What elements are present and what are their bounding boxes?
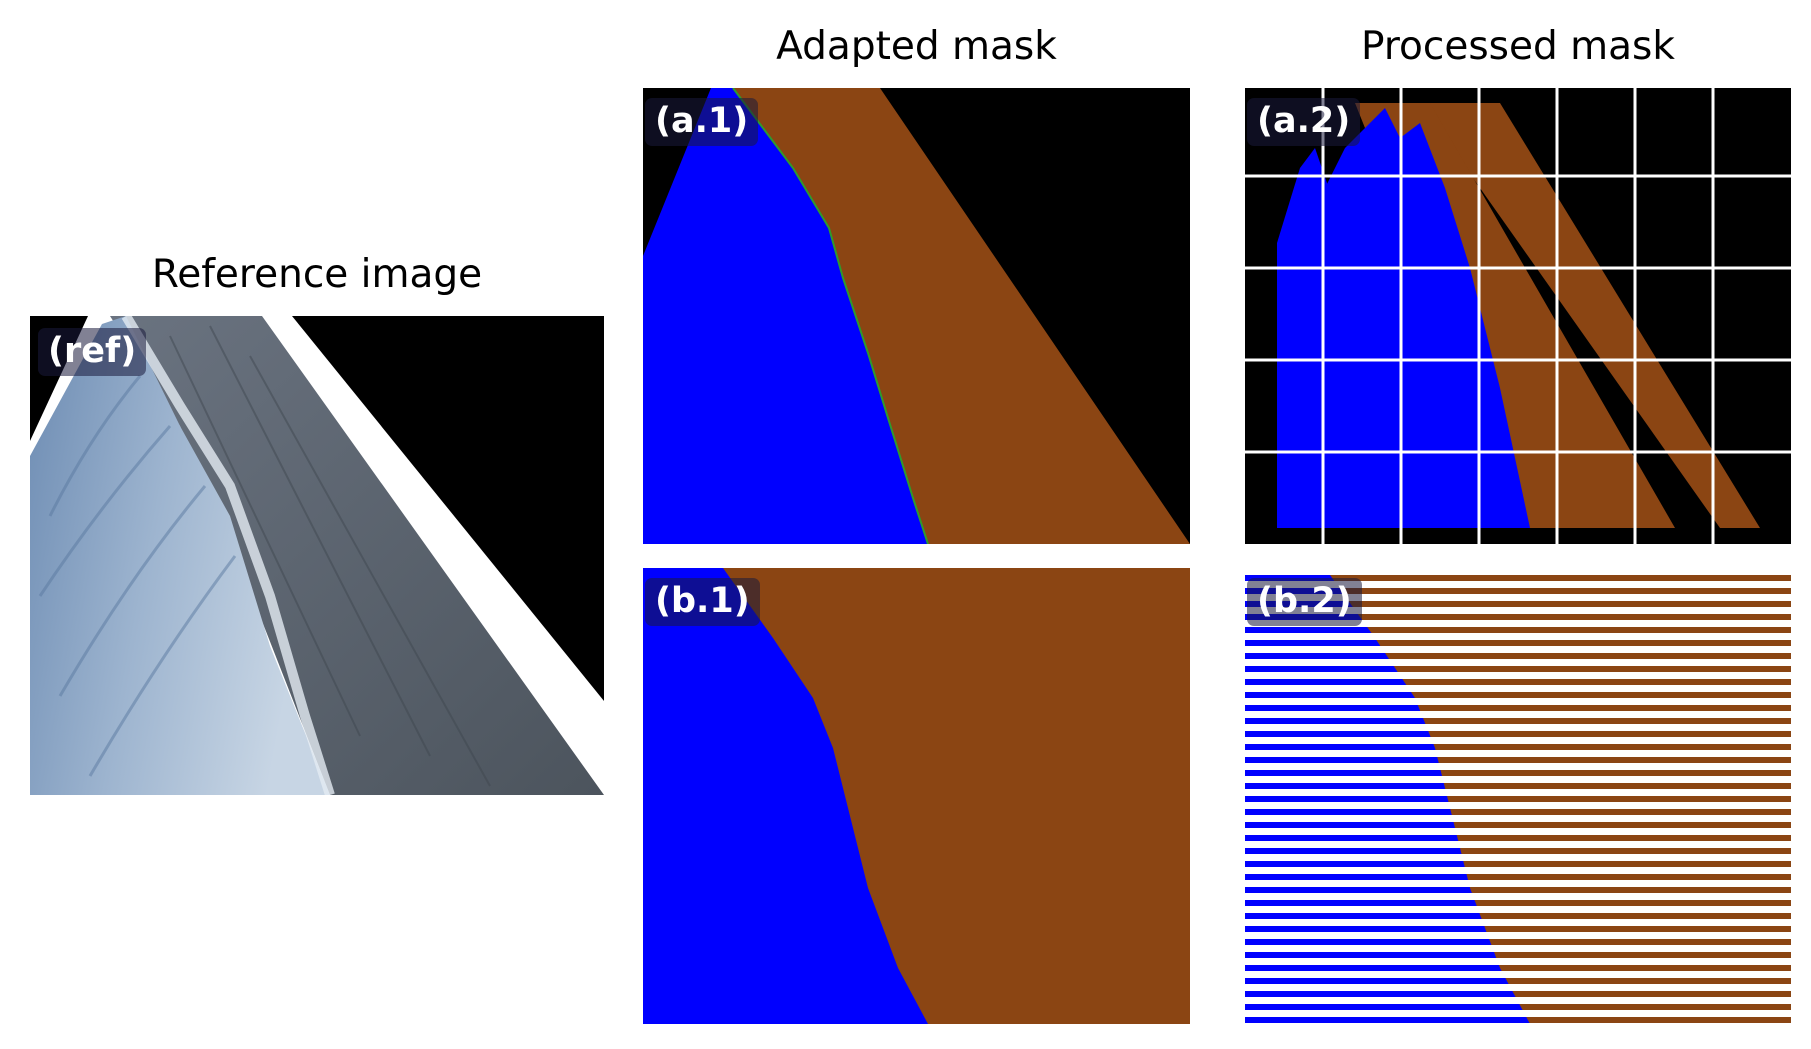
processed-mask-panel-a2: (a.2) [1245, 88, 1791, 544]
processed-mask-title: Processed mask [1361, 24, 1675, 69]
adapted-mask-title: Adapted mask [776, 24, 1057, 69]
panel-label-ref: (ref) [38, 328, 147, 376]
reference-image-title: Reference image [151, 252, 483, 297]
stripe-overlay [1245, 568, 1791, 1024]
panel-label-b1: (b.1) [645, 578, 760, 626]
processed-mask-panel-b2: (b.2) [1245, 568, 1791, 1024]
processed-mask-b2 [1245, 568, 1791, 1024]
adapted-mask-b1 [643, 568, 1190, 1024]
panel-label-a2: (a.2) [1247, 98, 1361, 146]
adapted-mask-panel-b1: (b.1) [643, 568, 1190, 1024]
panel-label-a1: (a.1) [645, 98, 759, 146]
processed-mask-a2 [1245, 88, 1791, 544]
reference-image-panel: (ref) [30, 316, 604, 795]
adapted-mask-panel-a1: (a.1) [643, 88, 1190, 544]
panel-label-b2: (b.2) [1247, 578, 1362, 626]
adapted-mask-a1 [643, 88, 1190, 544]
reference-photo [30, 316, 604, 795]
grid-lines [1245, 88, 1791, 544]
